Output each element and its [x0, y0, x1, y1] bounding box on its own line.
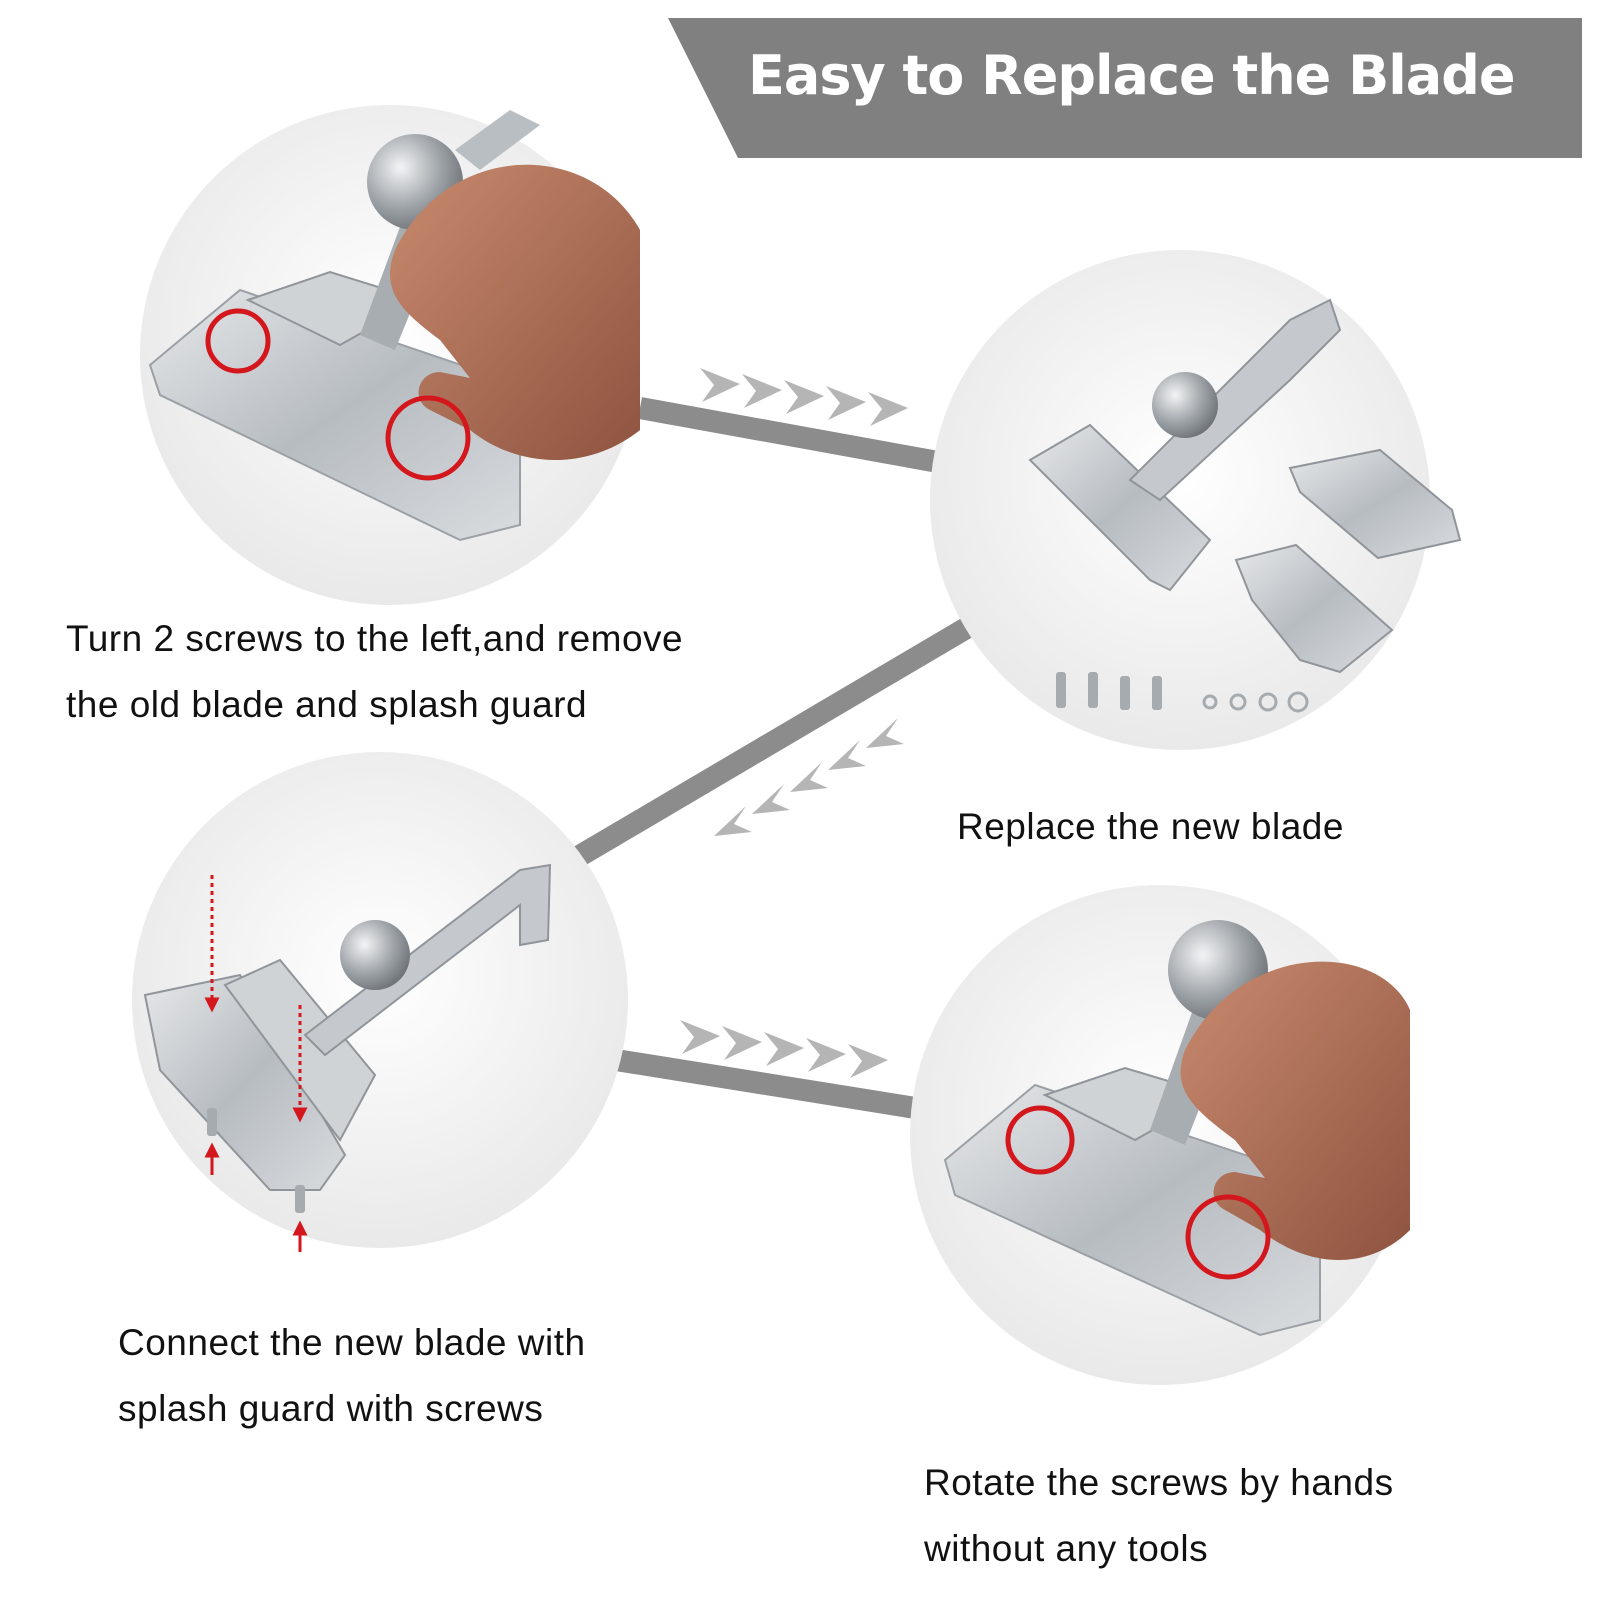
- connector-line: [614, 1049, 930, 1121]
- rotation-arrow-icon: [205, 308, 271, 374]
- page-title: Easy to Replace the Blade: [748, 44, 1516, 107]
- step-2-caption: Replace the new blade: [957, 806, 1344, 847]
- connector-line: [560, 610, 986, 874]
- rotation-arrow-icon: [1185, 1194, 1271, 1280]
- step-4-caption: Rotate the screws by hands without any t…: [924, 1462, 1394, 1569]
- rotation-arrow-icon: [385, 395, 471, 481]
- chevron-arrow-icon: [714, 718, 904, 836]
- header-banner: [668, 18, 1582, 158]
- step-2-illustration: [930, 250, 1462, 750]
- connector-line: [638, 397, 962, 477]
- step-1-caption: Turn 2 screws to the left,and remove the…: [66, 618, 684, 725]
- step-4-illustration: [910, 885, 1410, 1385]
- chevron-arrow-icon: [700, 368, 908, 426]
- step-3-caption: Connect the new blade with splash guard …: [118, 1322, 586, 1429]
- rotation-arrow-icon: [1005, 1105, 1075, 1175]
- chevron-arrow-icon: [680, 1020, 888, 1078]
- step-3-illustration: [132, 752, 628, 1252]
- step-1-illustration: [140, 105, 640, 605]
